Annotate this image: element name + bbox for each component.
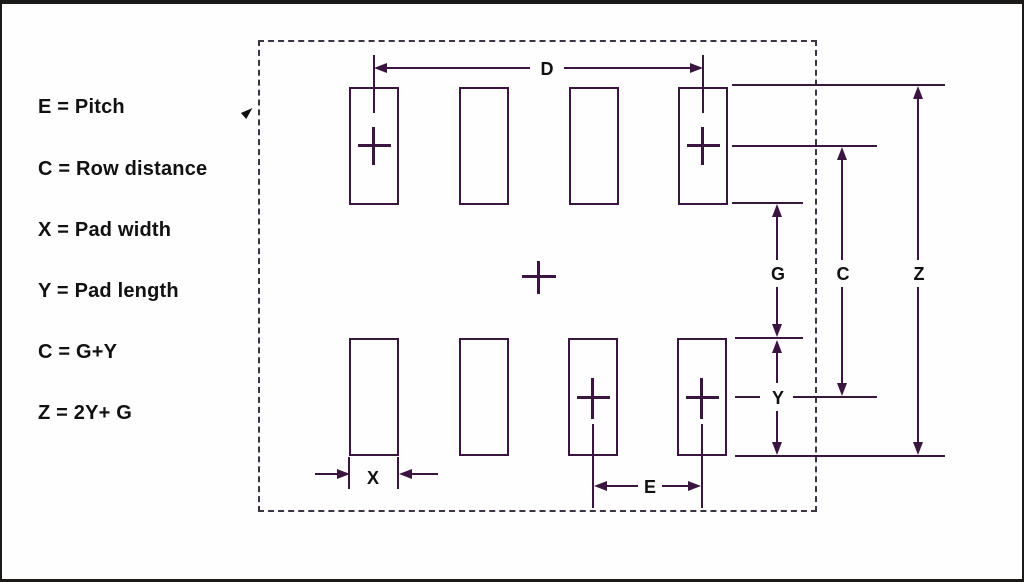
d-arrow-right-icon <box>690 63 703 73</box>
g-dim-label: G <box>770 264 786 284</box>
y-dim-label: Y <box>771 388 785 408</box>
d-arrow-left-icon <box>374 63 387 73</box>
y-arrow-up-icon <box>772 340 782 353</box>
d-extension-left <box>373 55 375 113</box>
part-center-mark-v <box>537 261 540 294</box>
x-dim-line-left <box>315 473 339 475</box>
g-dim-line-upper <box>776 215 778 260</box>
ref-line-top-pad-top <box>732 84 945 86</box>
legend-pad-width: X = Pad width <box>38 219 172 241</box>
e-dim-label: E <box>643 477 657 497</box>
pad-top-2 <box>459 87 509 205</box>
frame-edge-left <box>0 0 2 582</box>
ref-line-top-pad-bottom <box>732 202 803 204</box>
g-arrow-down-icon <box>772 324 782 337</box>
outline-leader-arrow-icon <box>240 105 256 119</box>
frame-edge-top <box>0 0 1024 4</box>
d-dim-line-left <box>385 67 530 69</box>
legend-pad-length: Y = Pad length <box>38 280 179 302</box>
e-arrow-right-icon <box>688 481 701 491</box>
e-extension-left <box>592 424 594 508</box>
ref-line-top-pad-center <box>732 145 877 147</box>
c-dim-line-lower <box>841 287 843 384</box>
y-dim-line-upper <box>776 351 778 383</box>
z-dim-line-lower <box>917 287 919 443</box>
d-extension-right <box>702 55 704 113</box>
d-dim-label: D <box>540 59 554 79</box>
center-mark-bottom4-v <box>700 378 703 419</box>
e-dim-line-left <box>605 485 638 487</box>
center-mark-top4-v <box>701 127 704 165</box>
y-arrow-down-icon <box>772 442 782 455</box>
ref-line-bottom-pad-center-a <box>735 396 760 398</box>
z-arrow-up-icon <box>913 86 923 99</box>
z-dim-label: Z <box>913 264 925 284</box>
c-dim-label: C <box>836 264 850 284</box>
c-dim-line-upper <box>841 158 843 260</box>
legend-c-formula: C = G+Y <box>38 341 118 363</box>
z-arrow-down-icon <box>913 442 923 455</box>
ref-line-bottom-pad-center-b <box>793 396 877 398</box>
g-arrow-up-icon <box>772 204 782 217</box>
x-arrow-right-icon <box>337 469 350 479</box>
pad-top-3 <box>569 87 619 205</box>
e-arrow-left-icon <box>594 481 607 491</box>
frame-edge-right <box>1022 0 1024 582</box>
pad-bottom-1 <box>349 338 399 456</box>
ref-line-bottom-pad-bottom <box>735 455 945 457</box>
courtyard-dashed-outline <box>258 40 817 512</box>
e-extension-right <box>701 424 703 508</box>
c-arrow-down-icon <box>837 383 847 396</box>
c-arrow-up-icon <box>837 147 847 160</box>
x-extension-right <box>397 457 399 489</box>
x-dim-line-right <box>410 473 438 475</box>
legend-row-distance: C = Row distance <box>38 158 208 180</box>
d-dim-line-right <box>564 67 692 69</box>
legend-z-formula: Z = 2Y+ G <box>38 402 133 424</box>
ref-line-bottom-pad-top <box>735 337 803 339</box>
z-dim-line-upper <box>917 97 919 260</box>
pad-bottom-2 <box>459 338 509 456</box>
e-dim-line-right <box>662 485 690 487</box>
center-mark-top1-v <box>372 127 375 165</box>
x-arrow-left-icon <box>399 469 412 479</box>
legend-pitch: E = Pitch <box>38 96 125 118</box>
x-dim-label: X <box>366 468 380 488</box>
frame-edge-bottom <box>0 579 1024 582</box>
y-dim-line-lower <box>776 411 778 444</box>
center-mark-bottom3-v <box>591 378 594 419</box>
g-dim-line-lower <box>776 287 778 325</box>
